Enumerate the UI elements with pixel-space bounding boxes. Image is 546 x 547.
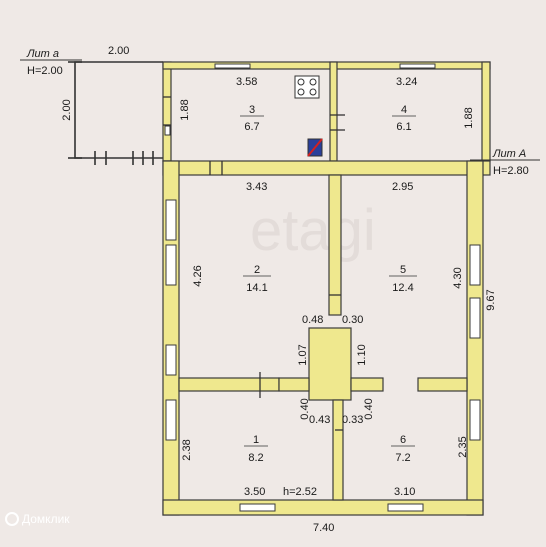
lit-a-small-name: Лит а [26, 48, 59, 60]
porch-outline [68, 61, 163, 165]
room-4: 4 6.1 [392, 104, 416, 133]
room-4-area: 6.1 [396, 121, 411, 133]
boiler-icon [307, 138, 323, 157]
dim-r1-height: 2.38 [181, 439, 193, 460]
room-2-area: 14.1 [246, 282, 267, 294]
windows [165, 63, 481, 512]
lit-a-main-name: Лит А [492, 148, 526, 160]
dim-porch-top: 2.00 [108, 45, 129, 57]
meter-icon [164, 125, 171, 136]
dim-stove-right-low: 0.40 [363, 398, 375, 419]
room-6-number: 6 [400, 434, 406, 446]
dim-r6-height: 2.35 [457, 436, 469, 457]
room-1: 1 8.2 [244, 434, 268, 464]
room-4-number: 4 [401, 104, 407, 116]
dim-r4-width: 3.24 [396, 76, 417, 88]
watermark-center: etagi [250, 198, 376, 263]
lit-a-small-height: H=2.00 [27, 65, 63, 77]
room-6: 6 7.2 [391, 434, 415, 464]
dim-r2-width: 3.43 [246, 181, 267, 193]
brand-name: Домклик [22, 512, 70, 526]
dim-stove-right-bottom: 0.33 [342, 414, 363, 426]
room-5-area: 12.4 [392, 282, 413, 294]
dim-r6-width: 3.10 [394, 486, 415, 498]
room-5-number: 5 [400, 264, 406, 276]
stove-icon [294, 75, 320, 99]
room-6-area: 7.2 [395, 452, 410, 464]
dim-r3-width: 3.58 [236, 76, 257, 88]
dim-porch-side: 2.00 [61, 99, 73, 120]
room-3-area: 6.7 [244, 121, 259, 133]
dim-r4-height: 1.88 [463, 107, 475, 128]
dim-overall-width: 7.40 [313, 522, 334, 534]
dim-r1-width: 3.50 [244, 486, 265, 498]
dim-ceiling-height: h=2.52 [283, 486, 317, 498]
room-2: 2 14.1 [243, 264, 271, 294]
dim-r5-width: 2.95 [392, 181, 413, 193]
dim-r3-height: 1.88 [179, 99, 191, 120]
lit-a-main-height: H=2.80 [493, 165, 529, 177]
room-3: 3 6.7 [240, 104, 264, 133]
room-3-number: 3 [249, 104, 255, 116]
room-2-number: 2 [254, 264, 260, 276]
door-marks [163, 96, 345, 431]
dim-overall-height: 9.67 [485, 289, 497, 310]
dim-stove-right-top: 0.30 [342, 314, 363, 326]
brand-logo-icon [5, 512, 19, 526]
dim-stove-left-top: 0.48 [302, 314, 323, 326]
room-1-area: 8.2 [248, 452, 263, 464]
brand-watermark: Домклик [5, 512, 70, 526]
dim-r5-height: 4.30 [452, 267, 464, 288]
dim-stove-right-side: 1.10 [356, 344, 368, 365]
dim-r2-height: 4.26 [192, 265, 204, 286]
room-1-number: 1 [253, 434, 259, 446]
dim-stove-left-side: 1.07 [297, 344, 309, 365]
room-5: 5 12.4 [389, 264, 417, 294]
dim-stove-left-low: 0.40 [299, 398, 311, 419]
dim-stove-left-bottom: 0.43 [309, 414, 330, 426]
